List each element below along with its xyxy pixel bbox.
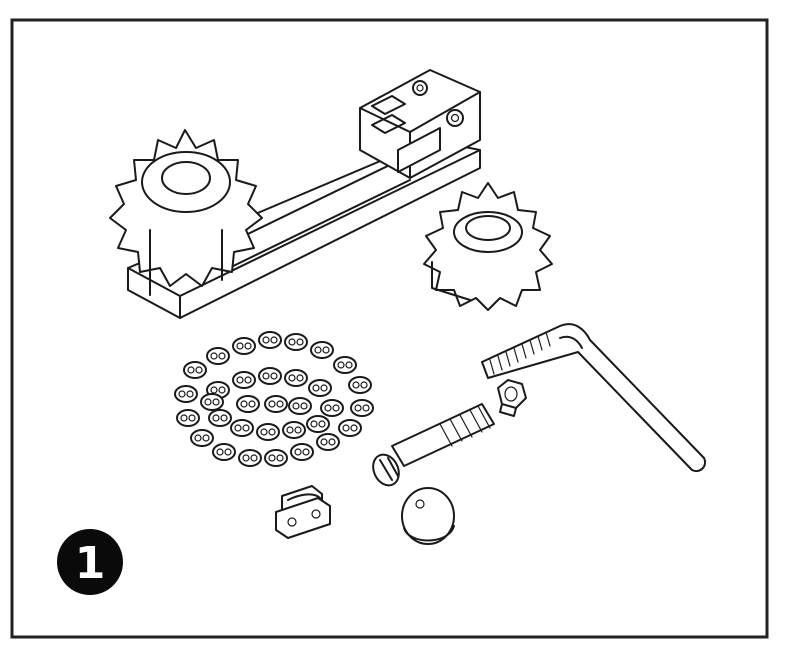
hex-key-icon xyxy=(481,323,706,472)
small-sprocket-icon xyxy=(423,182,553,311)
end-cap-icon xyxy=(401,487,455,545)
chain-master-link-icon xyxy=(275,485,331,539)
step-number-badge: 1 xyxy=(57,529,123,595)
hex-nut-icon xyxy=(497,379,527,417)
large-sprocket-icon xyxy=(109,129,263,296)
step-number: 1 xyxy=(75,538,106,589)
bolt-icon xyxy=(372,403,495,487)
bracket-icon xyxy=(127,69,481,319)
